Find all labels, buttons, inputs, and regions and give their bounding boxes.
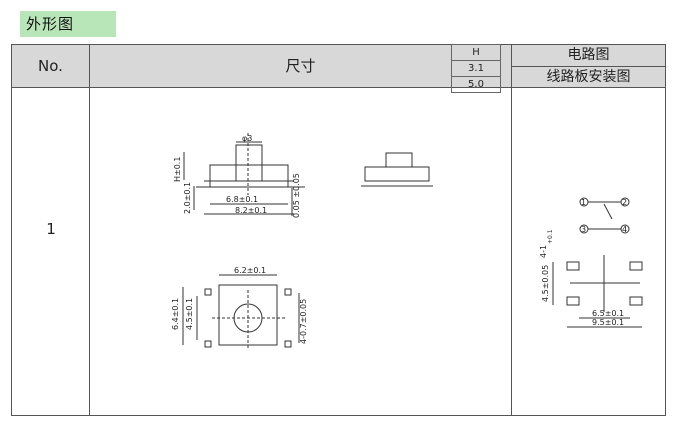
- circuit-drawing: [579, 197, 630, 234]
- pcb-w2-label: 9.5±0.1: [592, 318, 624, 327]
- top-h1-label: 6.4±0.1: [171, 298, 180, 330]
- height-table-value: 5.0: [468, 79, 484, 90]
- height-table-value: 3.1: [452, 61, 500, 77]
- page-title: 外形图: [20, 11, 116, 37]
- header-pcb: 线路板安装图: [546, 69, 631, 85]
- height-table-header: H: [452, 45, 500, 61]
- height-table: H 3.1 5.0: [451, 44, 501, 93]
- side-view-small-drawing: [361, 152, 433, 187]
- top-r-label: 4-0.7±0.05: [299, 299, 308, 344]
- spec-table: No. 尺寸 电路图 线路板安装图 1: [11, 44, 666, 416]
- pcb-w1-label: 6.5±0.1: [592, 309, 624, 318]
- row-number: 1: [46, 220, 56, 238]
- pcb-pad-tol: +0.1: [547, 229, 554, 244]
- top-w-label: 6.2±0.1: [234, 266, 266, 275]
- pcb-drawing: [552, 255, 643, 328]
- pcb-pad-label: 4-1: [539, 245, 548, 258]
- divider-size: [511, 88, 512, 415]
- pin-4: 4: [622, 225, 627, 234]
- pin-1: 1: [581, 198, 586, 207]
- header-circuit-group: 电路图 线路板安装图: [512, 45, 665, 88]
- top-h2-label: 4.5±0.1: [185, 298, 194, 330]
- header-no: No.: [12, 45, 90, 88]
- side-two-label: 2.0±0.1: [183, 182, 192, 214]
- side-phi-label: φ3: [242, 134, 252, 143]
- pin-3: 3: [581, 225, 586, 234]
- side-view-drawing: [183, 133, 305, 216]
- top-view-drawing: [182, 274, 300, 350]
- side-w1-label: 6.8±0.1: [226, 195, 258, 204]
- side-w2-label: 8.2±0.1: [235, 206, 267, 215]
- pin-2: 2: [622, 198, 627, 207]
- side-h-label: H±0.1: [173, 157, 182, 182]
- side-t-label: 0.05 ±0.05: [292, 173, 301, 218]
- divider-no: [89, 88, 90, 415]
- header-size: 尺寸: [90, 45, 512, 88]
- header-circuit: 电路图: [512, 45, 665, 67]
- pcb-v-label: 4.5±0.05: [541, 265, 550, 302]
